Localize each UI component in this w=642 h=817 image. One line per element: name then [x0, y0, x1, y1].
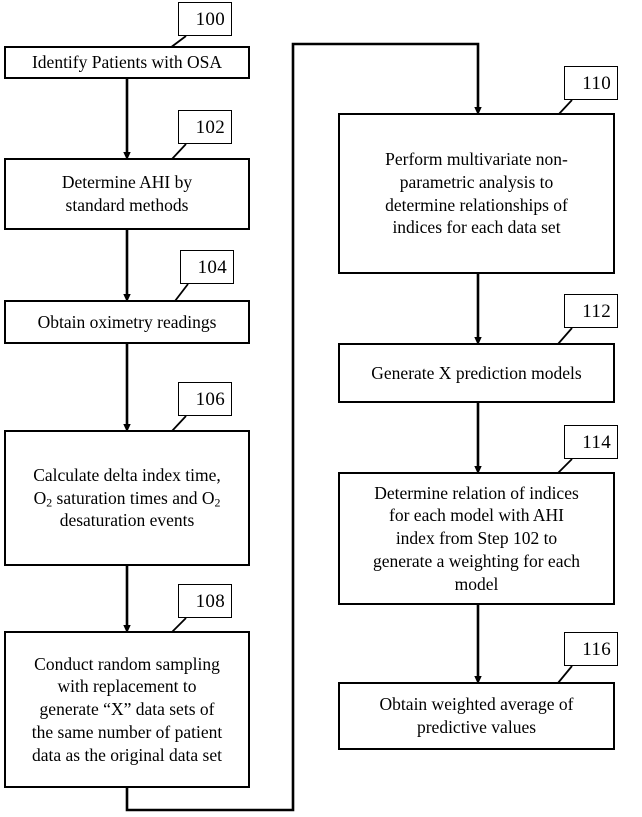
reference-tag-106: 106	[178, 382, 232, 416]
reference-number: 110	[582, 72, 611, 94]
process-box-label: Obtain oximetry readings	[37, 311, 217, 332]
reference-number: 114	[582, 431, 611, 453]
process-box-perform-multivariate-analysis: Perform multivariate non- parametric ana…	[338, 113, 615, 274]
reference-number: 112	[582, 300, 611, 322]
process-box-determine-relation-of-indices: Determine relation of indices for each m…	[338, 472, 615, 605]
process-box-determine-ahi: Determine AHI by standard methods	[4, 158, 250, 230]
reference-tag-108: 108	[178, 584, 232, 618]
reference-number: 116	[582, 638, 611, 660]
reference-number: 108	[195, 590, 225, 612]
reference-number: 106	[195, 388, 225, 410]
reference-tag-100: 100	[178, 2, 232, 36]
reference-leader-110	[557, 99, 573, 116]
reference-leader-102	[171, 143, 187, 160]
connector-group	[123, 42, 482, 812]
process-box-label: Calculate delta index time,O2 saturation…	[33, 464, 221, 531]
reference-leader-112	[557, 327, 573, 345]
process-box-label: Obtain weighted average of predictive va…	[379, 694, 574, 737]
process-box-label: Determine AHI by standard methods	[61, 172, 193, 215]
process-box-obtain-weighted-average: Obtain weighted average of predictive va…	[338, 682, 615, 750]
process-box-label: Identify Patients with OSA	[31, 52, 223, 73]
reference-leader-116	[557, 665, 573, 684]
reference-leader-group	[169, 35, 573, 684]
reference-number: 102	[195, 116, 225, 138]
reference-number: 104	[197, 256, 227, 278]
reference-tag-104: 104	[180, 250, 234, 284]
reference-tag-110: 110	[564, 66, 618, 100]
reference-leader-108	[171, 617, 187, 633]
process-box-label: Conduct random sampling with replacement…	[31, 653, 223, 765]
reference-leader-114	[557, 458, 573, 474]
process-box-label: Determine relation of indices for each m…	[373, 482, 580, 594]
reference-tag-112: 112	[564, 294, 618, 328]
reference-leader-106	[171, 415, 187, 432]
process-box-conduct-random-sampling: Conduct random sampling with replacement…	[4, 631, 250, 788]
process-box-identify-patients: Identify Patients with OSA	[4, 46, 250, 79]
reference-number: 100	[195, 8, 225, 30]
reference-tag-102: 102	[178, 110, 232, 144]
reference-leader-104	[174, 283, 189, 302]
process-box-generate-prediction-models: Generate X prediction models	[338, 343, 615, 403]
process-box-obtain-oximetry: Obtain oximetry readings	[4, 300, 250, 344]
process-box-label: Perform multivariate non- parametric ana…	[385, 149, 568, 238]
reference-tag-114: 114	[564, 425, 618, 459]
arrow-108-to-110	[125, 42, 482, 812]
process-box-calculate-delta-index: Calculate delta index time,O2 saturation…	[4, 430, 250, 566]
process-box-label: Generate X prediction models	[371, 362, 582, 383]
reference-tag-116: 116	[564, 632, 618, 666]
